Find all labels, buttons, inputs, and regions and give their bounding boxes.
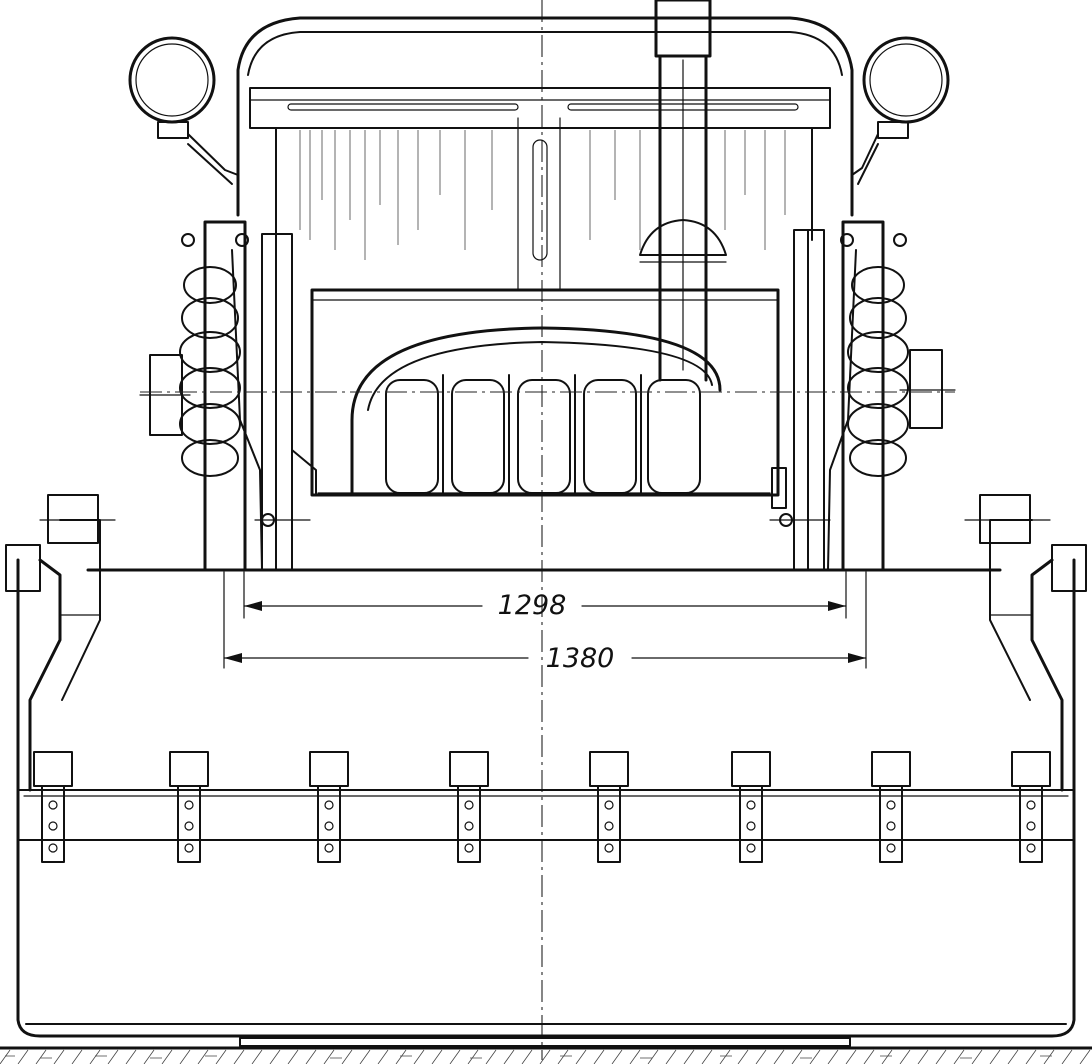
ground-hatch-icon [0, 1046, 1092, 1064]
dozer-blade [16, 558, 1076, 1047]
hydraulic-link-icon [5, 494, 116, 792]
exhaust-pipe-icon [639, 0, 727, 382]
blade-bolt-icon [33, 751, 73, 863]
blade-bolt-icon [731, 751, 771, 863]
blade-bolt-icon [1011, 751, 1051, 863]
blade-bolt-icon [309, 751, 349, 863]
headlight-icon [851, 36, 950, 185]
dimension-label-1298: 1298 [498, 590, 567, 621]
headlight-icon [128, 36, 239, 185]
dimension-1380: 1380 [223, 571, 867, 674]
dimension-1298: 1298 [243, 571, 847, 621]
tractor-hood [236, 16, 854, 291]
spring-coil-icon [847, 266, 956, 477]
blade-bolt-icon [589, 751, 629, 863]
blade-bolt-icon [449, 751, 489, 863]
spring-coil-icon [139, 266, 241, 477]
hood-shading [299, 130, 786, 260]
hydraulic-link-icon [964, 494, 1087, 792]
left-track-frame [181, 220, 317, 572]
dimension-label-1380: 1380 [546, 643, 615, 674]
radiator-grille-icon [317, 374, 771, 494]
right-track-frame [769, 220, 907, 572]
blade-bolt-icon [871, 751, 911, 863]
blade-bolt-icon [169, 751, 209, 863]
